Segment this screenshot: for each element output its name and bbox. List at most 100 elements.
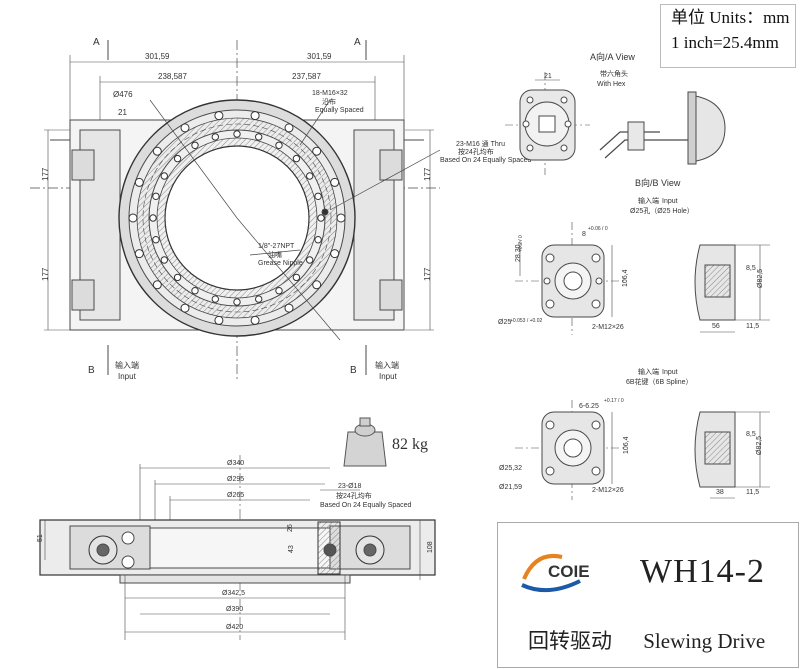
dim-51: 51 [37, 534, 44, 542]
spline-dim-6-tol: +0.17 / 0 [604, 398, 624, 404]
top-view [30, 40, 441, 380]
holes-cn: 按24孔均布 [336, 491, 372, 500]
outer-bolt-hole [250, 315, 260, 325]
dim-left-inner: 238,587 [158, 72, 187, 81]
outer-bolt-hole [128, 213, 138, 223]
inner-bolt-hole [191, 287, 199, 295]
inner-bolt-hole [292, 154, 301, 163]
dia-3425: Ø342,5 [222, 590, 245, 597]
inner-bolt-hole [191, 141, 199, 150]
b-view-thread: 2-M12×26 [592, 324, 624, 331]
b-view-sec-85: 8,5 [746, 265, 756, 272]
outer-bolt-hole [250, 111, 260, 121]
input-right-cn: 输入端 [375, 360, 399, 370]
section-a-left: A [93, 37, 100, 48]
outer-bolt-hole [134, 249, 144, 259]
inner-bolt-hole [211, 133, 220, 141]
inner-bolt-hole [255, 295, 263, 303]
bolt-outer-en: Equally Spaced [315, 107, 364, 114]
inner-bolt-hole [306, 172, 314, 180]
inner-bolt-hole [160, 172, 169, 180]
outer-bolt-hole [152, 146, 162, 156]
spline-dia-2532: Ø25,32 [499, 465, 522, 472]
input-right-en: Input [379, 372, 398, 381]
b-view-dim-106: 106,4 [622, 269, 629, 287]
bolt-outer-cn: 沿布 [322, 97, 336, 106]
dim-half-left: 301,59 [145, 52, 170, 61]
b-view-sec-825: Ø82,5 [757, 269, 764, 288]
spline-dim-106: 106,4 [623, 436, 630, 454]
outer-bolt-hole [284, 123, 294, 133]
grease-spec: 1/8"-27NPT [258, 243, 295, 250]
spline-sec-85: 8,5 [746, 431, 756, 438]
grease-en: Grease Nipple [258, 260, 303, 267]
dim-height-bottom-right: 177 [423, 267, 432, 281]
holes-spec: 23-Ø18 [338, 483, 361, 490]
inner-bolt-hole [255, 133, 263, 141]
outer-bolt-hole [284, 303, 294, 313]
side-view-labels: Ø340 Ø295 Ø265 23-Ø18 按24孔均布 Based On 24… [37, 460, 434, 631]
inner-bolt-hole [233, 130, 241, 138]
section-b-right: B [350, 365, 357, 376]
outer-bolt-hole [330, 249, 340, 259]
spline-dim-6: 6-6.25 [579, 403, 599, 410]
b-view-labels: B向/B View 输入端 Input Ø25孔（Ø25 Hole） 8 +0.… [498, 177, 764, 331]
dia-265: Ø265 [227, 492, 244, 499]
dim-43: 43 [288, 545, 295, 553]
outer-bolt-hole [330, 177, 340, 187]
outer-bolt-hole [312, 146, 322, 156]
outer-bolt-hole [312, 280, 322, 290]
inner-bolt-hole [306, 256, 314, 264]
b-view-dim-28-tol: +0.2 / 0 [518, 235, 524, 252]
outer-bolt-hole [152, 280, 162, 290]
product-name-en: Slewing Drive [643, 629, 766, 653]
inner-bolt-hole [275, 287, 283, 295]
b-view-dia-25: Ø25 [498, 319, 511, 326]
dim-height-top-right: 177 [423, 167, 432, 181]
dim-side-21: 21 [118, 108, 127, 117]
spline-sec-38: 38 [716, 489, 724, 496]
outer-bolt-hole [180, 123, 190, 133]
a-view-dim-21: 21 [544, 73, 552, 80]
dim-half-right: 301,59 [307, 52, 332, 61]
b-view-input-cn: 输入端 [638, 196, 659, 205]
dia-390: Ø390 [226, 606, 243, 613]
b-view-dia-25-tol: +0.053 / +0.02 [510, 318, 542, 324]
outer-bolt-hole [214, 111, 224, 121]
spline-input-cn: 输入端 [638, 367, 659, 376]
grease-cn: 油嘴 [268, 250, 282, 259]
outer-bolt-hole [214, 315, 224, 325]
spline-view-labels: 输入端 Input 6B花键（6B Spline） 6-6.25 +0.17 /… [499, 367, 763, 496]
dia-340: Ø340 [227, 460, 244, 467]
top-view-labels: A A B B 301,59 301,59 238,587 237,587 21… [41, 37, 532, 381]
dim-height-bottom-left: 177 [41, 267, 50, 281]
outer-bolt-hole [336, 213, 346, 223]
bolt-inner-spec: 23-M16 通 Thru [456, 139, 505, 148]
b-view-input-en: Input [662, 198, 678, 205]
a-view-hex-cn: 带六角头 [600, 69, 628, 78]
inner-bolt-hole [152, 192, 160, 201]
spline-sec-825: Ø82,5 [756, 436, 763, 455]
spline-input-en: Input [662, 369, 678, 376]
inner-bolt-hole [292, 273, 301, 282]
input-left-cn: 输入端 [115, 360, 139, 370]
outer-bolt-hole [180, 303, 190, 313]
product-name: 回转驱动 Slewing Drive [528, 625, 791, 655]
inner-bolt-hole [149, 214, 157, 222]
a-view [505, 72, 726, 175]
b-view-sec-115: 11,5 [746, 323, 759, 330]
weight-value: 82 kg [392, 436, 428, 453]
model-number: WH14-2 [640, 553, 765, 590]
dim-height-top-left: 177 [41, 167, 50, 181]
dia-420: Ø420 [226, 624, 243, 631]
holes-en: Based On 24 Equally Spaced [320, 502, 412, 509]
b-view-dim-8-tol: +0.06 / 0 [588, 226, 608, 232]
dim-right-inner: 237,587 [292, 72, 321, 81]
inner-bolt-hole [173, 154, 182, 163]
a-view-title: A向/A View [590, 51, 635, 62]
bolt-inner-en: Based On 24 Equally Spaced [440, 157, 532, 164]
product-name-cn: 回转驱动 [528, 629, 612, 653]
inner-bolt-hole [211, 295, 220, 303]
dia-476: Ø476 [113, 90, 133, 99]
